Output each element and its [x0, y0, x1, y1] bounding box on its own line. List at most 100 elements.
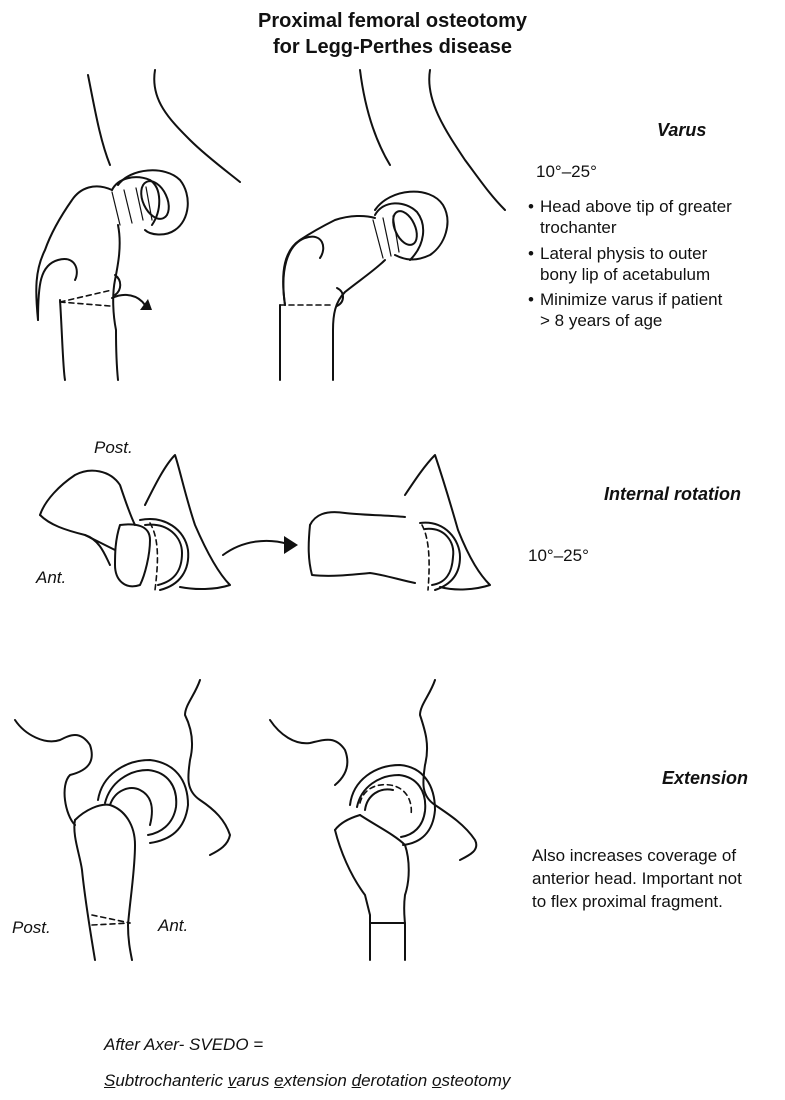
- acetabulum-arc-inner: [144, 523, 183, 586]
- osteotomy-line-2: [59, 301, 111, 307]
- acetabulum-outline: [374, 190, 449, 261]
- varus-bullet-1-line1: Head above tip of greater: [540, 197, 732, 216]
- ilium-outline: [153, 69, 241, 183]
- greater-trochanter: [35, 185, 113, 321]
- acetabulum-inner: [356, 774, 427, 838]
- figure-title-line1: Proximal femoral osteotomy: [258, 10, 527, 32]
- footer-word-2-rest: arus: [236, 1071, 275, 1090]
- femoral-head: [109, 787, 153, 826]
- extension-note-line3: to flex proximal fragment.: [532, 892, 723, 911]
- extension-note-line2: anterior head. Important not: [532, 869, 742, 888]
- lesser-trochanter: [114, 274, 122, 296]
- rotation-arrow-head: [284, 536, 298, 554]
- rotation-arrow-head: [140, 299, 152, 310]
- rotation-label-ant: Ant.: [36, 568, 67, 587]
- neck-lines: [84, 534, 116, 551]
- rotation-arrow: [111, 293, 146, 306]
- head-dashed-margin: [149, 522, 159, 591]
- varus-bullet-2: •Lateral physis to outer bony lip of ace…: [528, 244, 711, 284]
- trochanter-tip: [37, 258, 78, 321]
- varus-bullet-2-line1: Lateral physis to outer: [540, 244, 708, 263]
- acetabulum-outline: [117, 169, 189, 236]
- varus-range: 10°–25°: [536, 162, 597, 181]
- acetabular-teardrop: [392, 210, 418, 246]
- footer-word-4-initial: d: [351, 1071, 362, 1090]
- footer-word-3-rest: xtension: [283, 1071, 352, 1090]
- extension-note-line1: Also increases coverage of: [532, 846, 737, 865]
- footer-word-1-rest: ubtrochanteric: [115, 1071, 228, 1090]
- lesser-trochanter: [336, 287, 344, 307]
- pelvis-outline: [87, 74, 111, 166]
- greater-trochanter: [282, 214, 376, 306]
- greater-trochanter: [334, 814, 361, 831]
- greater-trochanter: [74, 803, 111, 821]
- femoral-neck: [112, 224, 121, 381]
- figure-title-line2: for Legg-Perthes disease: [273, 36, 512, 58]
- footer-word-2-initial: v: [227, 1071, 237, 1090]
- footer-word-3-initial: e: [274, 1071, 284, 1090]
- rotation-range: 10°–25°: [528, 546, 589, 565]
- femur-medial: [109, 804, 136, 961]
- femoral-neck: [332, 259, 386, 381]
- acetabulum-inner: [104, 769, 178, 836]
- varus-bullet-3-line1: Minimize varus if patient: [540, 290, 723, 309]
- pelvis-left: [14, 719, 93, 826]
- rotation-heading: Internal rotation: [604, 484, 742, 504]
- femur-outline: [73, 819, 96, 961]
- acetabulum-arc: [139, 518, 190, 591]
- acetabulum-outer: [97, 759, 189, 844]
- rotation-arrow-drawing: [222, 536, 298, 556]
- acetabular-teardrop: [140, 180, 170, 220]
- pelvis-wedge: [144, 454, 231, 591]
- pelvis-right: [184, 679, 231, 856]
- femur-shaft-lower: [307, 524, 416, 584]
- extension-label-post: Post.: [12, 918, 51, 937]
- extension-before-drawing: [14, 679, 231, 961]
- ilium-outline: [428, 69, 506, 211]
- osteotomy-line-2: [91, 922, 131, 926]
- extension-label-ant: Ant.: [158, 916, 189, 935]
- posterior-femur: [39, 469, 136, 526]
- acetabulum-arc-inner: [424, 527, 455, 586]
- femoral-head: [364, 788, 394, 811]
- varus-bullet-1: •Head above tip of greater trochanter: [528, 197, 732, 237]
- footer-word-5-rest: steotomy: [441, 1071, 511, 1090]
- femoral-head-dashed: [359, 783, 413, 816]
- head-dashed-margin: [421, 524, 430, 591]
- varus-bullet-3-line2: > 8 years of age: [540, 311, 663, 330]
- varus-bullet-2-line2: bony lip of acetabulum: [540, 265, 711, 284]
- femoral-head: [111, 176, 161, 226]
- rotation-before-drawing: [39, 454, 231, 591]
- extension-heading: Extension: [662, 768, 749, 788]
- physis-band: [372, 215, 400, 259]
- footer-line1: After Axer- SVEDO =: [104, 1035, 264, 1054]
- pelvis-right: [419, 679, 478, 861]
- osteotomy-line-1: [59, 289, 113, 303]
- varus-after-drawing: [279, 69, 506, 381]
- acetabulum-outer: [349, 764, 436, 846]
- femur-lateral: [59, 299, 66, 381]
- pelvis-wedge: [404, 454, 491, 591]
- varus-bullet-1-line2: trochanter: [540, 218, 617, 237]
- pelvis-outline: [359, 69, 391, 166]
- rotation-after-drawing: [307, 454, 491, 591]
- femur-medial: [359, 814, 410, 961]
- acetabulum-arc: [419, 521, 461, 591]
- femoral-head: [374, 202, 425, 261]
- rotation-label-post: Post.: [94, 438, 133, 457]
- footer-word-4-rest: erotation: [361, 1071, 432, 1090]
- varus-bullet-3: •Minimize varus if patient > 8 years of …: [528, 290, 723, 330]
- osteotomy-line-1: [91, 914, 131, 924]
- physis-band: [111, 186, 153, 226]
- varus-before-drawing: [35, 69, 241, 381]
- footer-word-5-initial: o: [431, 1071, 442, 1090]
- rotation-arrow-shaft: [222, 539, 289, 556]
- extension-after-drawing: [269, 679, 478, 961]
- footer-word-1-initial: S: [104, 1071, 116, 1090]
- femoral-head-body: [114, 523, 151, 588]
- footer-expansion: Subtrochanteric varus extension derotati…: [104, 1071, 510, 1091]
- anterior-femur: [39, 514, 111, 566]
- varus-heading: Varus: [657, 120, 707, 140]
- trochanter-tip: [282, 235, 325, 306]
